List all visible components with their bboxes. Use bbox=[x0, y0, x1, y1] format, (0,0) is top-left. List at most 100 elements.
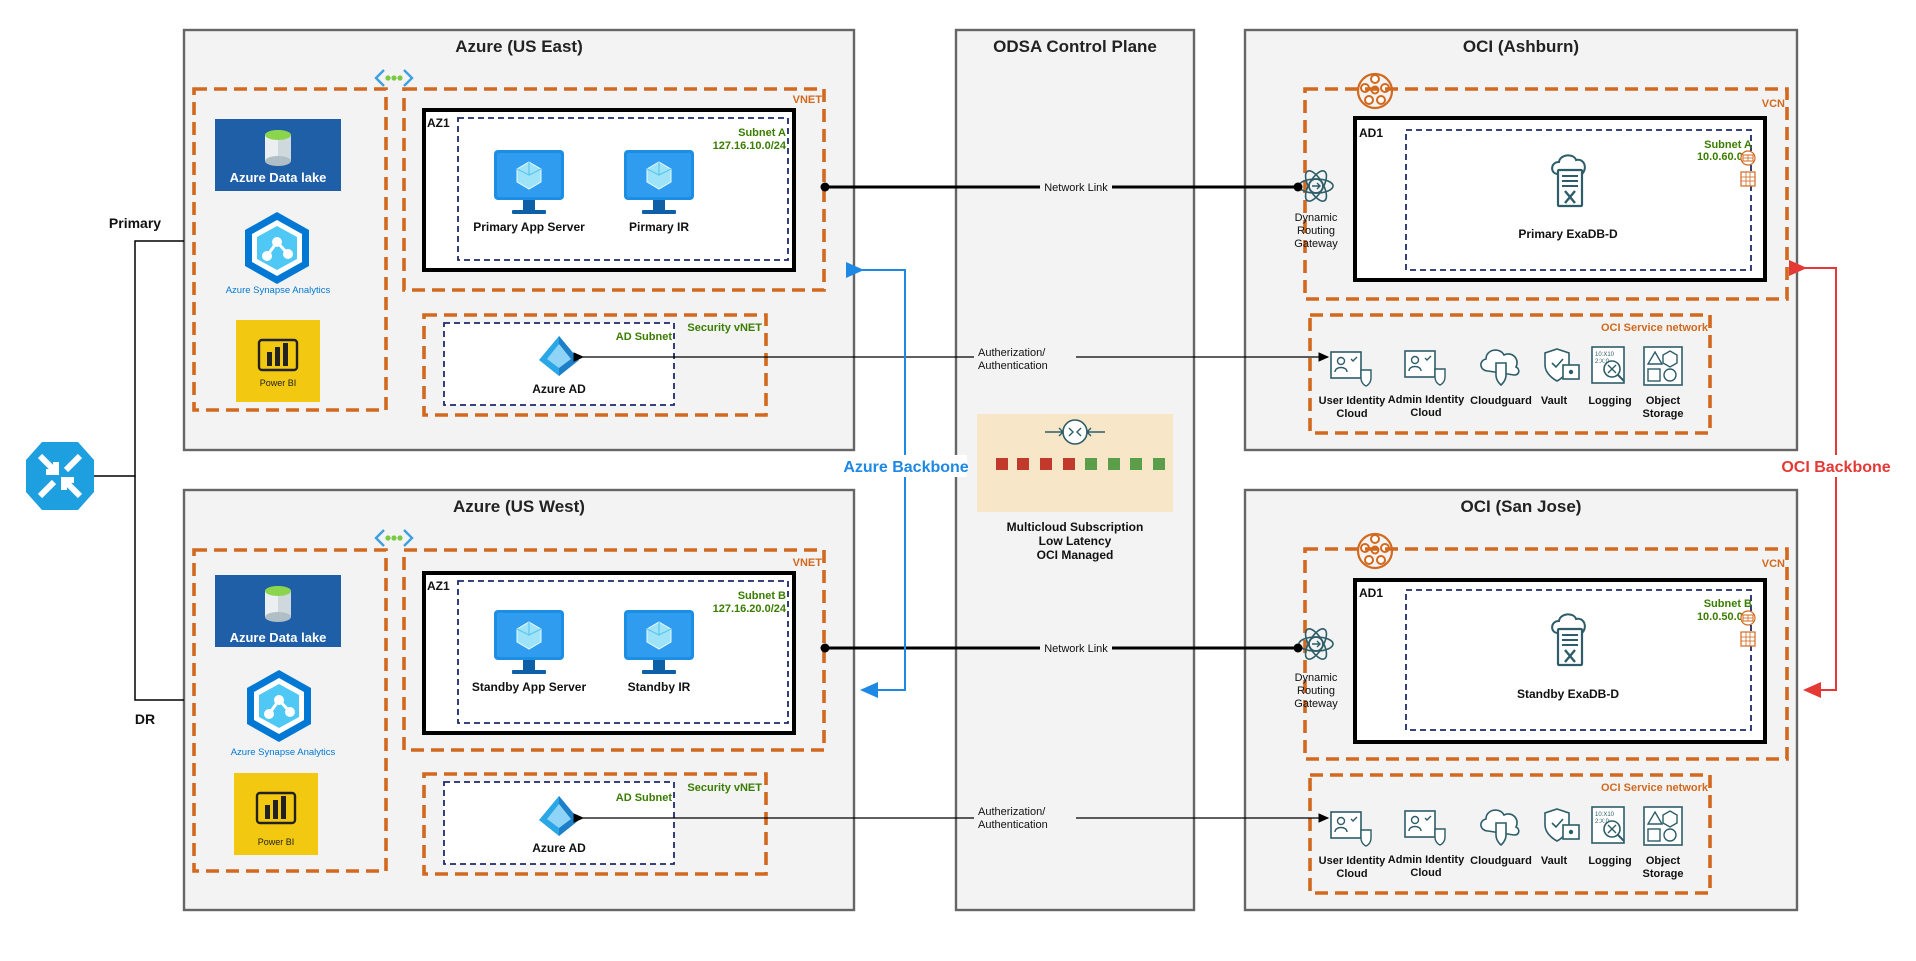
vcn-label: VCN bbox=[1762, 98, 1785, 110]
service-label: Object bbox=[1646, 855, 1681, 867]
subnet-cidr: 127.16.10.0/24 bbox=[713, 140, 787, 152]
drg-label-line3: Gateway bbox=[1294, 238, 1338, 250]
az1-label: AZ1 bbox=[427, 116, 450, 130]
vnet-label: VNET bbox=[793, 557, 823, 569]
network-link-standby: Network Link bbox=[820, 640, 1303, 655]
network-gateway-icon bbox=[26, 442, 94, 510]
network-link-label: Network Link bbox=[1044, 182, 1108, 194]
powerbi-icon bbox=[234, 318, 322, 404]
router-icon bbox=[1045, 419, 1105, 445]
region-title-azure-west: Azure (US West) bbox=[453, 497, 585, 516]
service-label: Vault bbox=[1541, 395, 1568, 407]
region-title-control-plane: ODSA Control Plane bbox=[993, 37, 1157, 56]
oci-services-sanjose: User Identity Cloud Admin Identity Cloud… bbox=[1319, 806, 1684, 880]
service-label: Cloud bbox=[1336, 868, 1367, 880]
service-label: Cloudguard bbox=[1470, 855, 1532, 867]
service-label: Storage bbox=[1643, 408, 1684, 420]
service-network-label: OCI Service network bbox=[1601, 322, 1709, 334]
subnet-cidr: 127.16.20.0/24 bbox=[713, 603, 787, 615]
drg-label-line3: Gateway bbox=[1294, 698, 1338, 710]
primary-ir-label: Pirmary IR bbox=[629, 220, 689, 234]
analytics-group-west bbox=[192, 548, 388, 873]
powerbi-label: Power BI bbox=[260, 378, 297, 388]
dr-connector bbox=[134, 476, 184, 701]
data-lake-label: Azure Data lake bbox=[230, 630, 327, 645]
auth-label-line1: Autherization/ bbox=[978, 806, 1046, 818]
primary-exadb-label: Primary ExaDB-D bbox=[1518, 227, 1618, 241]
standby-exadb-label: Standby ExaDB-D bbox=[1517, 687, 1619, 701]
vcn-label: VCN bbox=[1762, 558, 1785, 570]
service-label: Admin Identity bbox=[1388, 394, 1465, 406]
powerbi-label: Power BI bbox=[258, 837, 295, 847]
security-vnet-west bbox=[422, 772, 768, 876]
auth-label-line1: Autherization/ bbox=[978, 347, 1046, 359]
subnet-cidr: 10.0.50.0/2 bbox=[1697, 611, 1752, 623]
primary-label: Primary bbox=[109, 215, 161, 231]
auth-link-standby: Autherization/ Authentication bbox=[573, 803, 1330, 833]
service-label: Cloud bbox=[1410, 407, 1441, 419]
object-storage-icon bbox=[1643, 806, 1683, 846]
exadb-icon bbox=[1550, 613, 1587, 667]
drg-label-line1: Dynamic bbox=[1295, 672, 1338, 684]
dr-label: DR bbox=[135, 711, 155, 727]
drg-label-line2: Routing bbox=[1297, 225, 1335, 237]
vnet-label: VNET bbox=[793, 94, 823, 106]
synapse-label: Azure Synapse Analytics bbox=[231, 747, 336, 758]
network-link-label: Network Link bbox=[1044, 643, 1108, 655]
drg-label-line1: Dynamic bbox=[1295, 212, 1338, 224]
primary-app-server-label: Primary App Server bbox=[473, 220, 585, 234]
security-vnet-label: Security vNET bbox=[687, 782, 762, 794]
ad-subnet-label: AD Subnet bbox=[616, 331, 673, 343]
ad-subnet-label: AD Subnet bbox=[616, 792, 673, 804]
service-label: Storage bbox=[1643, 868, 1684, 880]
exadb-icon bbox=[1550, 154, 1587, 208]
drg-label-line2: Routing bbox=[1297, 685, 1335, 697]
oci-service-network-sanjose bbox=[1308, 773, 1712, 895]
odsa-line1: Multicloud Subscription bbox=[1007, 520, 1144, 534]
subnet-name: Subnet B bbox=[738, 590, 786, 602]
oci-services-ashburn: User Identity Cloud Admin Identity Cloud… bbox=[1319, 346, 1684, 420]
service-label: Vault bbox=[1541, 855, 1568, 867]
service-label: Logging bbox=[1588, 855, 1631, 867]
network-link-primary: Network Link bbox=[820, 179, 1303, 194]
region-title-oci-ashburn: OCI (Ashburn) bbox=[1463, 37, 1579, 56]
azure-ad-label: Azure AD bbox=[532, 382, 586, 396]
azure-backbone-label: Azure Backbone bbox=[843, 459, 968, 476]
vcn-ashburn bbox=[1303, 87, 1789, 301]
ad1-label: AD1 bbox=[1359, 586, 1383, 600]
standby-ir-label: Standby IR bbox=[628, 680, 691, 694]
vcn-sanjose bbox=[1303, 547, 1789, 761]
subnet-name: Subnet A bbox=[738, 127, 786, 139]
subnet-name: Subnet A bbox=[1704, 139, 1752, 151]
service-label: User Identity bbox=[1319, 855, 1387, 867]
odsa-line2: Low Latency bbox=[1039, 534, 1112, 548]
oci-backbone: OCI Backbone bbox=[1778, 260, 1894, 698]
azure-ad-label: Azure AD bbox=[532, 841, 586, 855]
logging-icon bbox=[1591, 806, 1625, 844]
service-label: Cloudguard bbox=[1470, 395, 1532, 407]
auth-label-line2: Authentication bbox=[978, 819, 1048, 831]
security-vnet-east bbox=[422, 313, 768, 417]
analytics-group-east bbox=[192, 87, 388, 412]
service-label: Cloud bbox=[1410, 867, 1441, 879]
region-title-azure-east: Azure (US East) bbox=[455, 37, 583, 56]
oci-backbone-label: OCI Backbone bbox=[1781, 459, 1890, 476]
service-label: Logging bbox=[1588, 395, 1631, 407]
latency-bars bbox=[996, 458, 1165, 470]
ad1-label: AD1 bbox=[1359, 126, 1383, 140]
auth-link-primary: Autherization/ Authentication bbox=[573, 344, 1330, 374]
primary-connector bbox=[94, 240, 184, 477]
azure-backbone: Azure Backbone bbox=[843, 262, 969, 698]
service-label: Object bbox=[1646, 395, 1681, 407]
oci-service-network-ashburn bbox=[1308, 313, 1712, 435]
region-title-oci-sanjose: OCI (San Jose) bbox=[1461, 497, 1582, 516]
synapse-label: Azure Synapse Analytics bbox=[226, 285, 331, 296]
subnet-name: Subnet B bbox=[1704, 598, 1752, 610]
odsa-line3: OCI Managed bbox=[1037, 548, 1114, 562]
az1-label: AZ1 bbox=[427, 579, 450, 593]
service-network-label: OCI Service network bbox=[1601, 782, 1709, 794]
service-label: Cloud bbox=[1336, 408, 1367, 420]
security-vnet-label: Security vNET bbox=[687, 322, 762, 334]
subnet-cidr: 10.0.60.0/2 bbox=[1697, 151, 1752, 163]
